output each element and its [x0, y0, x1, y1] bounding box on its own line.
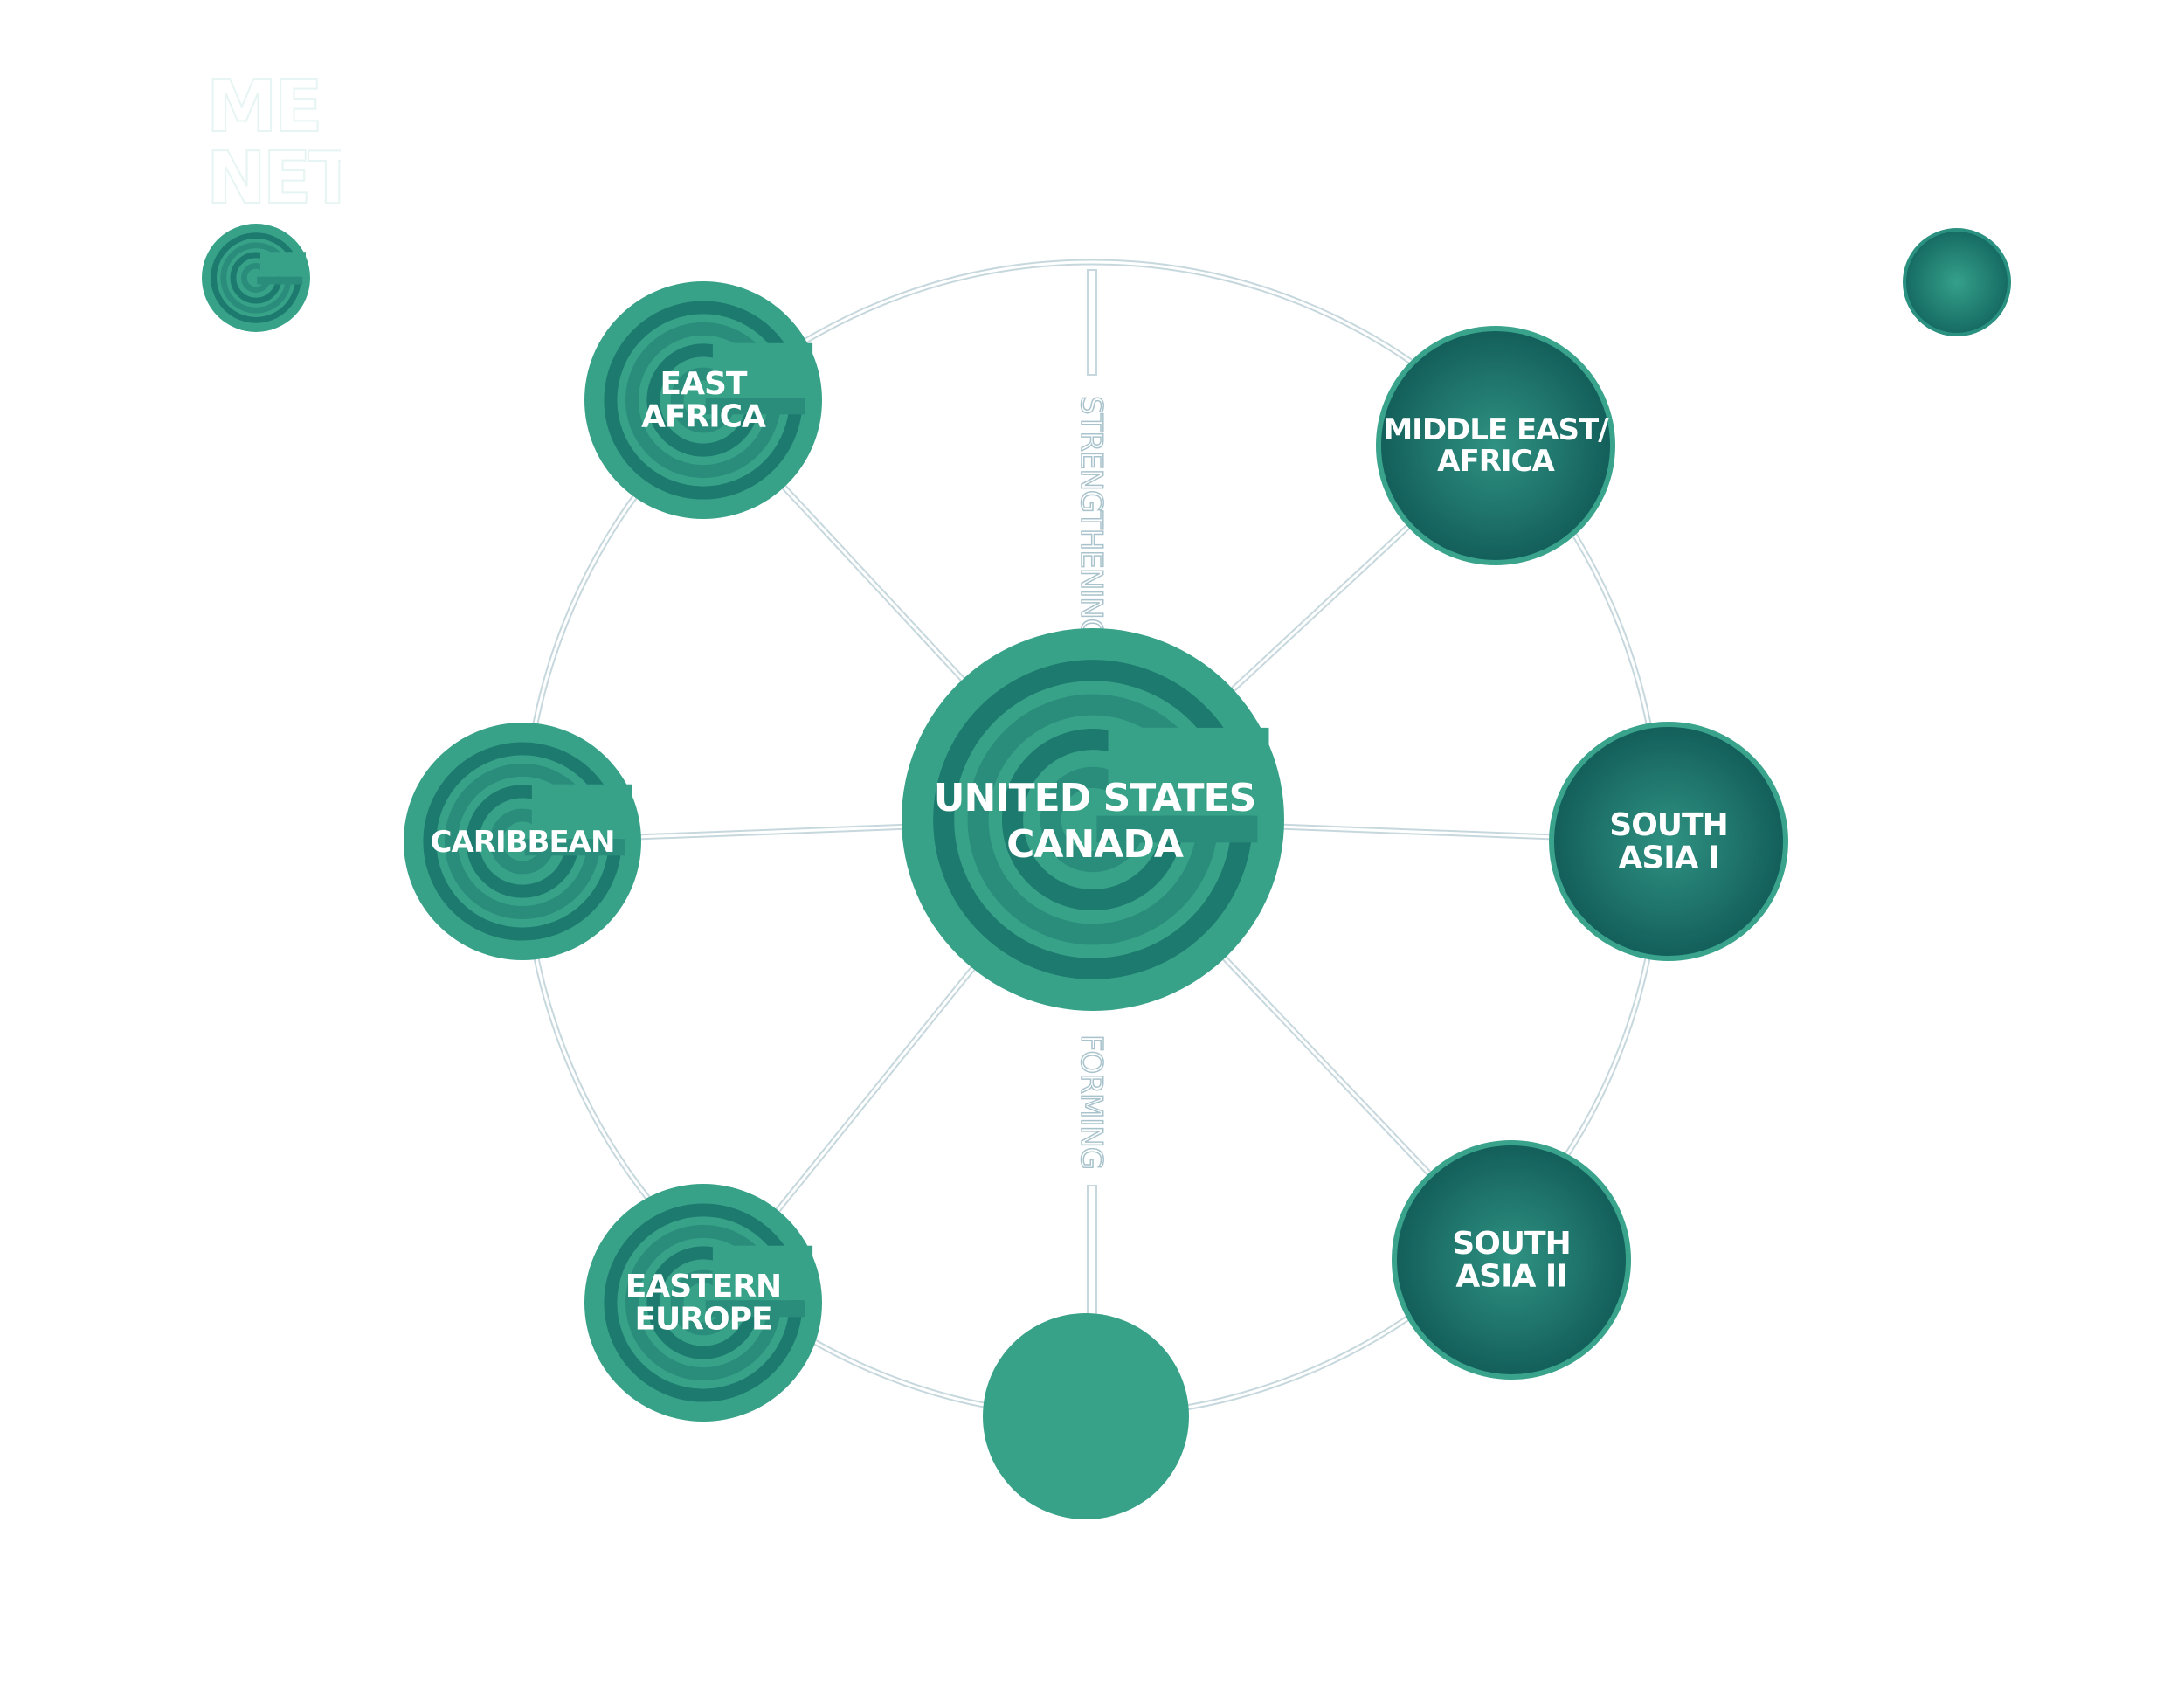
title-line-2: NET [206, 137, 357, 220]
title-line-1: ME [206, 66, 320, 149]
node-label: ASIA I [1619, 841, 1719, 876]
node-label: SOUTH [1452, 1226, 1570, 1262]
node-circle [1549, 722, 1788, 961]
decorative-circle [1903, 228, 2011, 336]
node-label: EASTERN [625, 1269, 781, 1304]
node-middle-east-africa[interactable]: MIDDLE EAST/AFRICA [1376, 326, 1615, 565]
node-label: EUROPE [634, 1302, 771, 1338]
center-label-line-2: CANADA [1006, 822, 1184, 867]
node-label: CARIBBEAN [431, 825, 615, 860]
node-label: EAST [660, 366, 748, 402]
center-label-line-1: UNITED STATES [934, 776, 1256, 820]
node-label: ASIA II [1455, 1259, 1566, 1295]
node-label: SOUTH [1609, 807, 1727, 843]
node-circle [983, 1313, 1189, 1519]
node-unnamed[interactable] [983, 1313, 1189, 1519]
node-circle [1376, 326, 1615, 565]
page-title: ME NET [205, 65, 357, 220]
node-caribbean[interactable]: CARIBBEAN [404, 723, 641, 960]
logo-icon [202, 224, 310, 332]
stage-line-bottom [1087, 1185, 1097, 1318]
node-label: MIDDLE EAST/ [1383, 412, 1609, 447]
stage-label-forming: FORMING [1074, 1034, 1109, 1169]
node-label: AFRICA [641, 399, 766, 435]
node-label: AFRICA [1437, 444, 1555, 479]
stage-label-strengthening: STRENGTHENING [1074, 396, 1109, 640]
node-circle [1392, 1140, 1631, 1380]
stage-line-top [1087, 269, 1097, 376]
node-united-states-canada[interactable]: UNITED STATES CANADA [902, 628, 1284, 1011]
